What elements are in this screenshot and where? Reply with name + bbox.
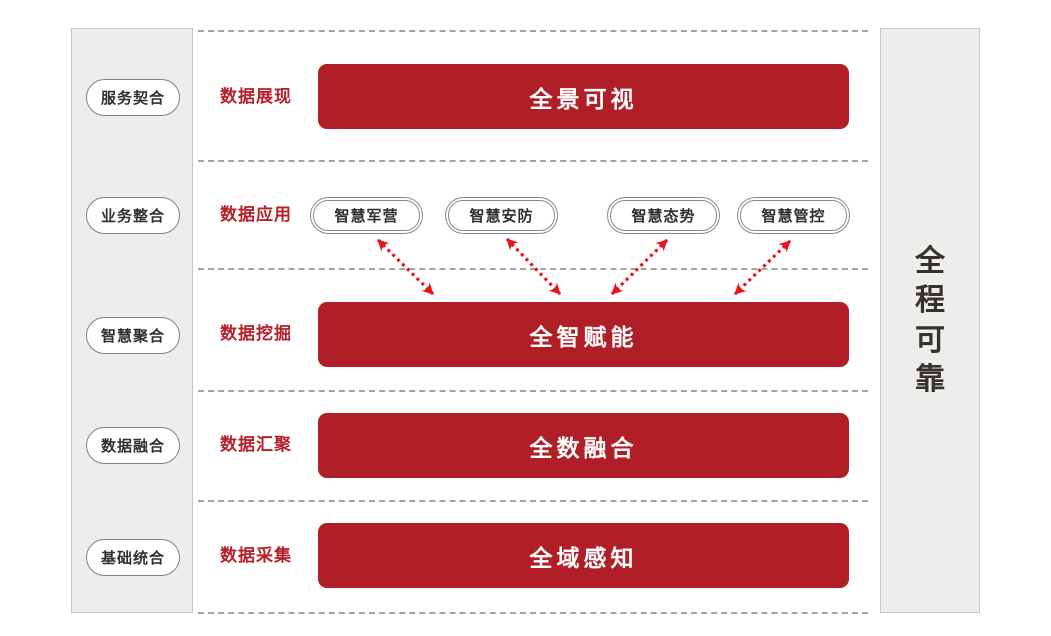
left-rail-pill-label: 服务契合 xyxy=(100,90,165,107)
dotted-separator-4 xyxy=(198,390,868,392)
row-label-data-gather: 数据汇聚 xyxy=(220,435,292,454)
row-label-data-collect: 数据采集 xyxy=(220,546,292,565)
bar-full-domain-sensing: 全域感知 xyxy=(318,523,849,588)
app-pill-smart-control: 智慧管控 xyxy=(737,197,850,234)
bar-label: 全域感知 xyxy=(529,544,638,571)
row-label-data-mining: 数据挖掘 xyxy=(220,324,292,343)
row-label-data-display: 数据展现 xyxy=(220,87,292,106)
right-rail: 全程可靠 xyxy=(880,28,980,613)
bar-label: 全智赋能 xyxy=(529,323,638,350)
arrow-2 xyxy=(505,237,562,296)
left-rail-pill-5: 基础统合 xyxy=(86,539,180,576)
dotted-separator-5 xyxy=(198,500,868,502)
left-rail-pill-3: 智慧聚合 xyxy=(86,317,180,354)
left-rail-pill-label: 智慧聚合 xyxy=(100,328,165,345)
bar-label: 全数融合 xyxy=(529,434,638,461)
arrow-1 xyxy=(376,238,435,296)
right-rail-label: 全程可靠 xyxy=(915,244,945,397)
app-pill-label: 智慧安防 xyxy=(448,200,555,231)
app-pill-smart-barracks: 智慧军营 xyxy=(310,197,423,234)
app-pill-smart-situation: 智慧态势 xyxy=(607,197,720,234)
row-label-data-app: 数据应用 xyxy=(220,205,292,224)
app-pill-smart-security: 智慧安防 xyxy=(445,197,558,234)
left-rail-pill-2: 业务整合 xyxy=(86,197,180,234)
app-pill-label: 智慧态势 xyxy=(610,200,717,231)
left-rail-pill-label: 基础统合 xyxy=(100,550,165,567)
app-pill-label: 智慧军营 xyxy=(313,200,420,231)
bar-label: 全景可视 xyxy=(529,85,638,112)
arrow-4 xyxy=(733,239,792,296)
left-rail: 服务契合 业务整合 智慧聚合 数据融合 基础统合 xyxy=(71,28,193,613)
bar-full-intelligence: 全智赋能 xyxy=(318,302,849,367)
bar-full-data-fusion: 全数融合 xyxy=(318,413,849,478)
arrow-3 xyxy=(610,238,669,296)
left-rail-pill-1: 服务契合 xyxy=(86,79,180,116)
dotted-separator-2 xyxy=(198,160,868,162)
dotted-separator-6 xyxy=(198,612,868,614)
bar-panorama-visible: 全景可视 xyxy=(318,64,849,129)
app-pill-label: 智慧管控 xyxy=(740,200,847,231)
left-rail-pill-label: 业务整合 xyxy=(100,208,165,225)
left-rail-pill-label: 数据融合 xyxy=(100,438,165,455)
left-rail-pill-4: 数据融合 xyxy=(86,427,180,464)
dotted-separator-1 xyxy=(198,30,868,32)
link-arrows xyxy=(376,237,792,296)
